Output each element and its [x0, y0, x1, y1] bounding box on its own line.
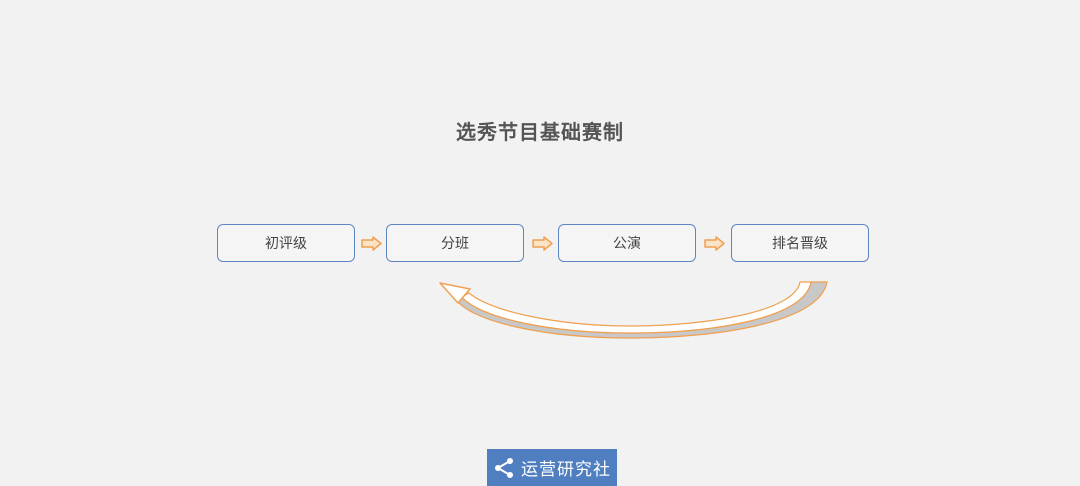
arrow-right-icon	[704, 236, 725, 251]
step-box-ranking-advancement: 排名晋级	[731, 224, 869, 262]
step-label: 公演	[613, 236, 641, 252]
arrow-right-icon	[361, 236, 382, 251]
step-box-initial-rating: 初评级	[217, 224, 355, 262]
brand-watermark: 运营研究社	[487, 449, 617, 486]
step-box-public-performance: 公演	[558, 224, 696, 262]
share-icon	[495, 457, 513, 478]
step-label: 排名晋级	[772, 236, 828, 252]
step-box-class-division: 分班	[386, 224, 524, 262]
step-label: 分班	[441, 236, 469, 252]
brand-text: 运营研究社	[521, 460, 611, 480]
arrow-right-icon	[532, 236, 553, 251]
diagram-title: 选秀节目基础赛制	[456, 120, 624, 144]
loop-back-arrow-icon	[439, 281, 828, 339]
step-label: 初评级	[265, 236, 307, 252]
